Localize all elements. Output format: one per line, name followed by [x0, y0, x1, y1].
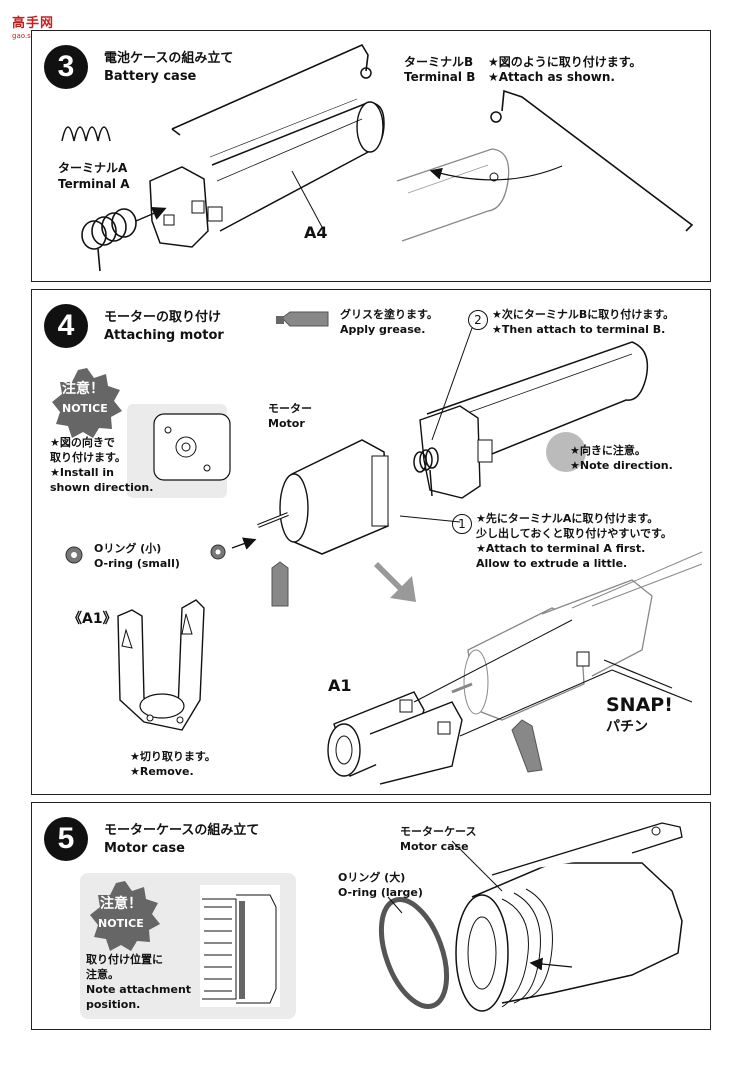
- step-3-panel: 3 電池ケースの組み立て Battery case ターミナルB Termina…: [31, 30, 711, 282]
- snap-label-en: SNAP!: [606, 694, 673, 716]
- step1-instruction-jp-1: ★先にターミナルAに取り付けます。: [476, 512, 659, 525]
- step1-instruction-en-1: ★Attach to terminal A first.: [476, 542, 646, 555]
- step-title-en: Attaching motor: [104, 328, 224, 343]
- oring-small-label-en: O-ring (small): [94, 557, 180, 570]
- step-title-jp: モーターの取り付け: [104, 310, 222, 325]
- motor-label-en: Motor: [268, 417, 305, 430]
- part-bracket-a1: 《A1》: [68, 611, 117, 627]
- motor-case-label-en: Motor case: [400, 840, 469, 853]
- notice-text-line1: ★図の向きで: [50, 436, 115, 449]
- part-label-a1: A1: [328, 676, 352, 695]
- motor-attach-illustration: [65, 311, 703, 785]
- notice-text-line4: position.: [86, 998, 141, 1011]
- notice-text-line4: shown direction.: [50, 481, 154, 494]
- terminal-b-label-jp: ターミナルB: [404, 55, 474, 69]
- notice-label-jp: 注意！: [62, 381, 104, 397]
- direction-note-en: ★Note direction.: [570, 459, 673, 472]
- step1-instruction-jp-2: 少し出しておくと取り付けやすいです。: [476, 527, 672, 540]
- notice-label-jp: 注意！: [100, 896, 142, 912]
- step-title-jp: モーターケースの組み立て: [104, 823, 260, 838]
- motor-label-jp: モーター: [268, 402, 312, 415]
- direction-note-jp: ★向きに注意。: [570, 444, 646, 457]
- snap-label-jp: パチン: [606, 719, 648, 735]
- grease-instruction-jp: グリスを塗ります。: [340, 308, 438, 321]
- notice-label-en: NOTICE: [62, 402, 108, 415]
- notice-badge-icon: [90, 881, 160, 951]
- motor-case-label-jp: モーターケース: [400, 825, 477, 838]
- step-title-en: Motor case: [104, 841, 185, 856]
- attach-instruction-en: ★Attach as shown.: [488, 70, 615, 84]
- site-logo-text: 高手网: [12, 16, 55, 31]
- step-title-jp: 電池ケースの組み立て: [104, 51, 234, 66]
- step-number: 3: [44, 45, 88, 89]
- terminal-a-label-en: Terminal A: [58, 177, 130, 191]
- step-marker-2: 2: [468, 310, 488, 330]
- attach-instruction-jp: ★図のように取り付けます。: [488, 55, 642, 69]
- step2-instruction-en: ★Then attach to terminal B.: [492, 323, 666, 336]
- notice-text-line2: 注意。: [86, 968, 119, 981]
- notice-text-line1: 取り付け位置に: [86, 953, 163, 966]
- step1-instruction-en-2: Allow to extrude a little.: [476, 557, 628, 570]
- step-number: 4: [44, 304, 88, 348]
- remove-instruction-jp: ★切り取ります。: [130, 750, 216, 763]
- notice-text-line2: 取り付けます。: [50, 451, 126, 464]
- oring-large-label-en: O-ring (large): [338, 886, 423, 899]
- oring-large-label-jp: Oリング (大): [338, 871, 406, 884]
- notice-label-en: NOTICE: [98, 917, 144, 930]
- battery-case-illustration: [61, 43, 694, 272]
- terminal-a-label-jp: ターミナルA: [58, 161, 128, 175]
- step-5-panel: 5 モーターケースの組み立て Motor case 注意！ NOTICE 取り付…: [31, 802, 711, 1030]
- motor-case-illustration: [80, 822, 683, 1019]
- remove-instruction-en: ★Remove.: [130, 765, 194, 778]
- terminal-b-label-en: Terminal B: [404, 70, 476, 84]
- step-marker-1: 1: [452, 514, 472, 534]
- step2-instruction-jp: ★次にターミナルBに取り付けます。: [492, 308, 675, 321]
- step-4-panel: 4 モーターの取り付け Attaching motor グリスを塗ります。 Ap…: [31, 289, 711, 795]
- step-title-en: Battery case: [104, 69, 197, 84]
- grease-instruction-en: Apply grease.: [340, 323, 426, 336]
- notice-badge-icon: [52, 368, 122, 438]
- step-number: 5: [44, 817, 88, 861]
- notice-text-line3: Note attachment: [86, 983, 192, 996]
- part-label-a4: A4: [304, 223, 328, 242]
- notice-text-line3: ★Install in: [50, 466, 114, 479]
- oring-small-label-jp: Oリング (小): [94, 542, 162, 555]
